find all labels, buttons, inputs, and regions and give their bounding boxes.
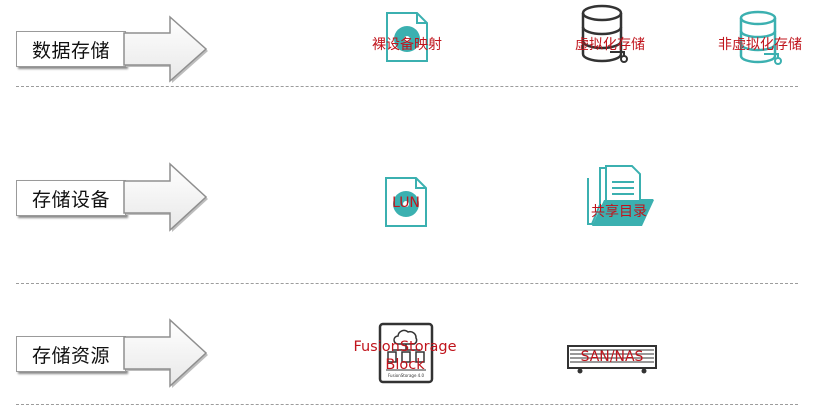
- row-label-text: 数据存储: [31, 39, 110, 62]
- row-divider: [16, 86, 798, 87]
- item-fusionstorage-block: FusionStorage 4.0 FusionStorage Block: [344, 322, 466, 384]
- right-arrow-icon: [123, 15, 208, 83]
- fusion-caption-text: FusionStorage 4.0: [388, 373, 425, 378]
- disk-array-icon: [567, 345, 657, 374]
- row-label-storage-device: 存储设备: [16, 180, 126, 216]
- database-icon: [581, 4, 628, 63]
- right-arrow-icon: [123, 318, 208, 388]
- item-label: 虚拟化存储: [575, 37, 645, 53]
- item-shared-directory: 共享目录: [574, 164, 664, 232]
- item-non-virtualized-storage: 非虚拟化存储: [712, 10, 808, 68]
- row-label-text: 存储资源: [31, 344, 110, 367]
- item-label: 共享目录: [591, 204, 647, 220]
- item-raw-device-mapping: 裸设备映射: [360, 8, 454, 68]
- document-disk-icon: [386, 12, 428, 62]
- item-label: LUN: [392, 195, 420, 211]
- database-icon: [739, 10, 782, 65]
- document-disk-icon: [385, 177, 427, 227]
- folder-document-icon: [587, 165, 654, 226]
- row-label-data-storage: 数据存储: [16, 31, 126, 67]
- right-arrow-icon: [123, 162, 208, 232]
- item-label: FusionStorage Block: [353, 339, 457, 373]
- item-lun: LUN: [370, 174, 442, 230]
- storage-appliance-icon: FusionStorage 4.0: [378, 322, 434, 384]
- item-label: 裸设备映射: [372, 37, 442, 53]
- item-label: 非虚拟化存储: [718, 37, 802, 53]
- row-divider: [16, 404, 798, 405]
- row-label-text: 存储设备: [31, 188, 110, 211]
- item-virtualized-storage: 虚拟化存储: [562, 4, 658, 68]
- row-label-storage-resource: 存储资源: [16, 336, 126, 372]
- item-san-nas: SAN/NAS: [560, 340, 664, 374]
- item-label: SAN/NAS: [580, 349, 644, 365]
- row-divider: [16, 283, 798, 284]
